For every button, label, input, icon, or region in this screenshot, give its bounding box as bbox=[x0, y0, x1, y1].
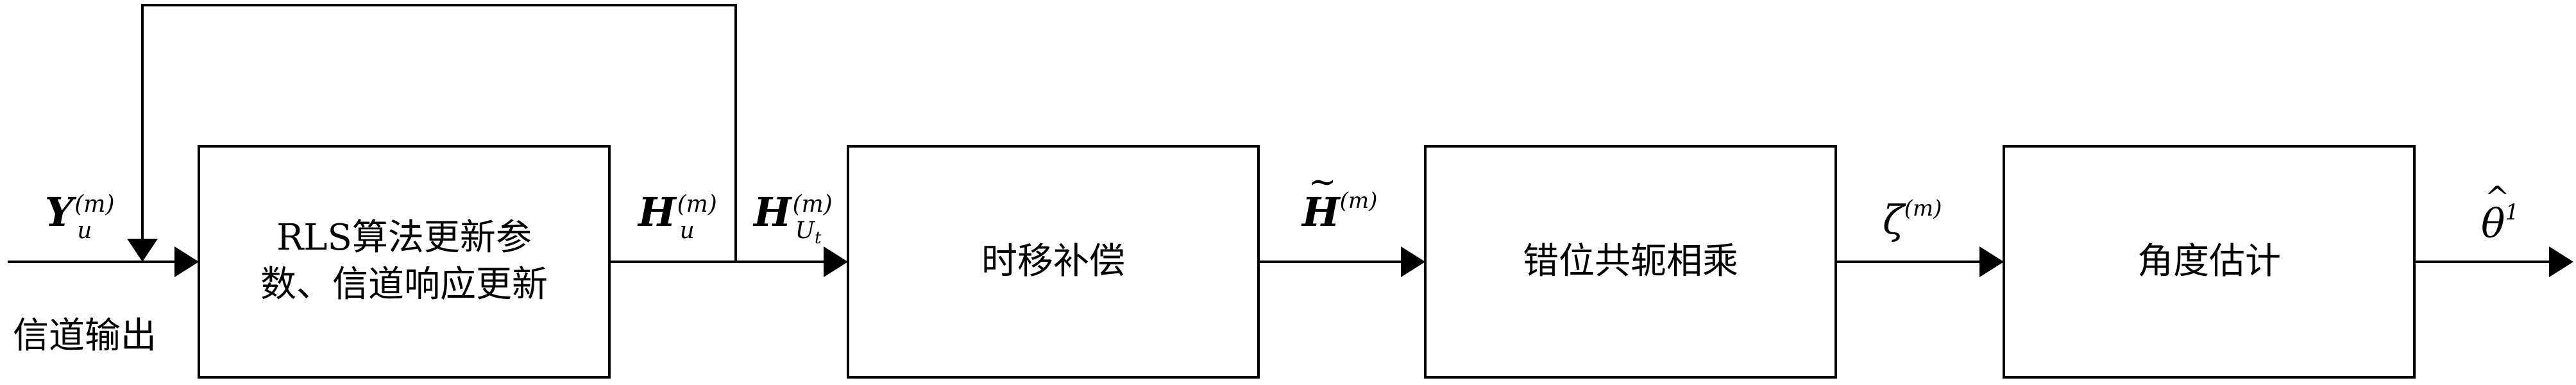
rls-update-label: RLS算法更新参 数、信道响应更新 bbox=[260, 217, 548, 305]
shift-to-mult-arrowhead bbox=[1401, 246, 1425, 277]
zeta-signal-label: ζ(m) bbox=[1883, 196, 1942, 243]
rls-update-block bbox=[198, 145, 611, 379]
compensated-h-tilde-label: ~ H (m) bbox=[1302, 163, 1378, 235]
rls-output-h-label: H(m)u bbox=[638, 189, 717, 244]
conjugate-multiply-block bbox=[1424, 145, 1837, 379]
mult-to-angle-arrowhead bbox=[1979, 246, 2004, 277]
time-shift-compensation-label: 时移补偿 bbox=[981, 240, 1125, 282]
angle-estimation-block bbox=[2003, 145, 2416, 379]
input-arrowhead bbox=[174, 246, 199, 277]
output-arrowhead bbox=[2549, 246, 2573, 277]
rls-to-shift-arrowhead bbox=[824, 246, 848, 277]
conjugate-multiply-label: 错位共轭相乘 bbox=[1523, 240, 1738, 282]
theta-estimate-label: ^ θ 1 bbox=[2481, 180, 2519, 247]
feedback-line bbox=[141, 4, 737, 262]
feedback-arrowhead bbox=[127, 239, 158, 262]
input-signal-y-label: Y(m)u bbox=[45, 189, 115, 244]
angle-estimation-label: 角度估计 bbox=[2137, 240, 2281, 282]
shift-input-h-label: H(m)Ut bbox=[754, 189, 833, 248]
time-shift-compensation-block bbox=[847, 145, 1260, 379]
channel-output-label: 信道输出 bbox=[13, 315, 157, 357]
